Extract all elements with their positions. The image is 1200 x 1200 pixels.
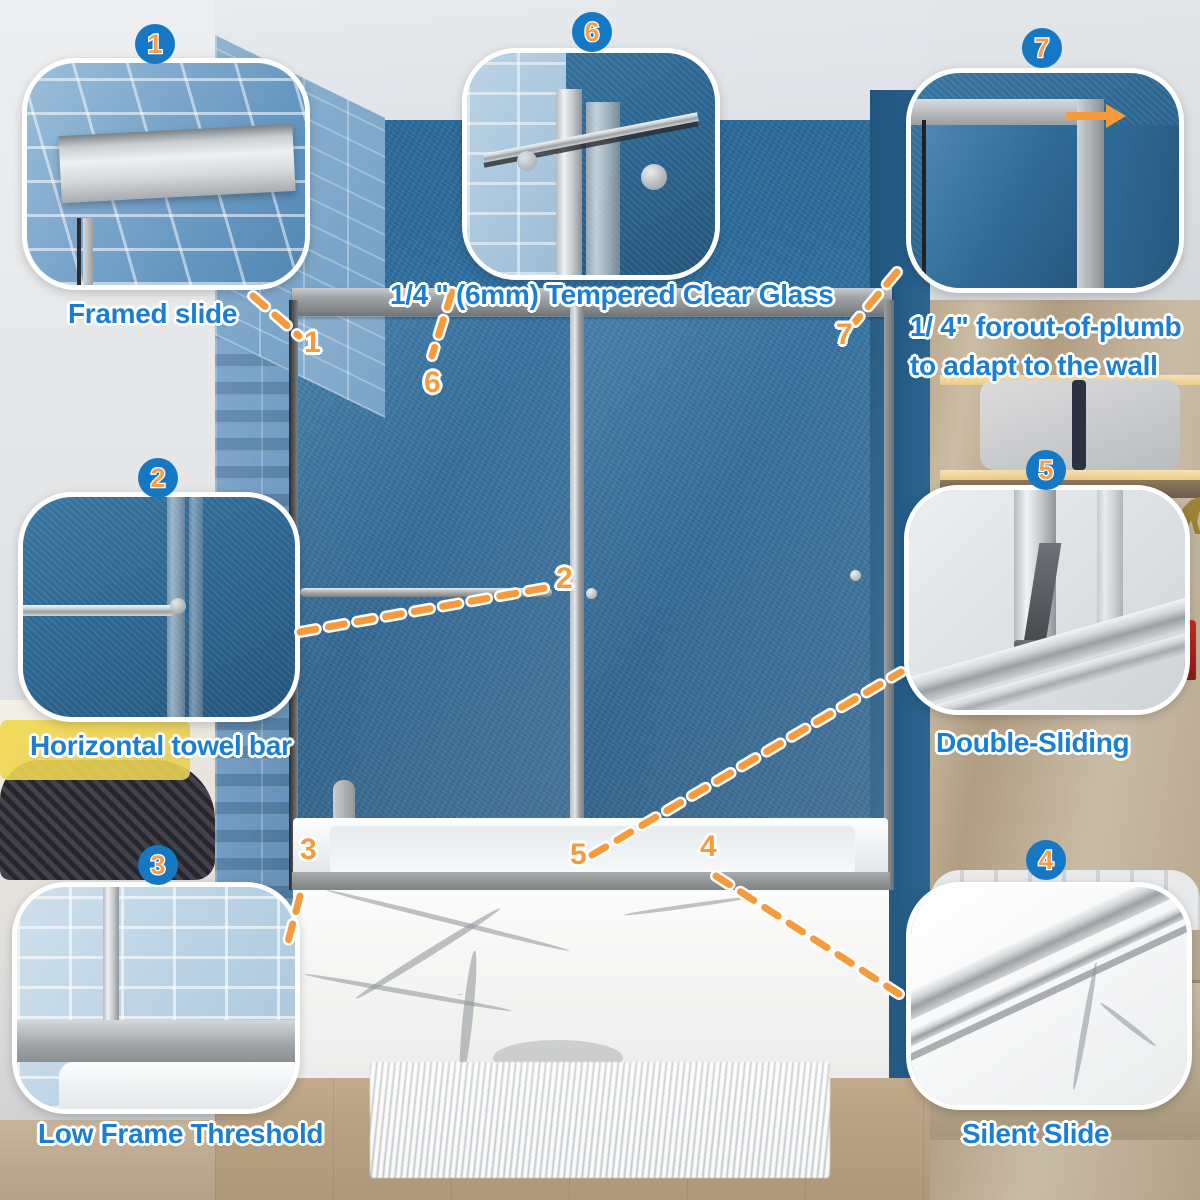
seal-strip-photo: [909, 490, 1185, 710]
marker-3: 3: [300, 833, 317, 866]
arrow-right-icon: [1066, 103, 1127, 128]
center-mullion: [570, 300, 584, 880]
marker-1: 1: [304, 326, 321, 359]
callout-towel-bar[interactable]: [18, 492, 300, 722]
horizontal-towel-bar: [300, 588, 552, 597]
caption-2: Horizontal towel bar: [30, 730, 292, 761]
badge-1: 1: [135, 24, 175, 64]
left-floor: [0, 1120, 215, 1200]
callout-double-sliding[interactable]: [904, 485, 1190, 715]
marker-5: 5: [570, 838, 587, 871]
door-knob: [586, 588, 597, 599]
shelf-light-glow: [940, 470, 1200, 480]
callout-6-frame: [462, 48, 720, 280]
callout-out-of-plumb[interactable]: [906, 68, 1184, 293]
callout-1-frame: [22, 58, 310, 290]
badge-5: 5: [1026, 450, 1066, 490]
callout-framed-slide[interactable]: [22, 58, 310, 290]
caption-7-line1: 1/ 4" forout-of-plumb: [910, 311, 1182, 342]
callout-4-frame: [906, 882, 1192, 1110]
callout-7-frame: [906, 68, 1184, 293]
callout-low-threshold[interactable]: [12, 882, 300, 1114]
caption-4: Silent Slide: [962, 1118, 1110, 1149]
framed-header-rail-photo: [27, 63, 305, 285]
bath-rug: [370, 1062, 830, 1178]
top-header-rail: [292, 288, 892, 316]
callout-5-frame: [904, 485, 1190, 715]
wall-adjust-photo: [911, 73, 1179, 288]
glass-edge-photo: [467, 53, 715, 275]
bottom-track-photo: [911, 887, 1187, 1105]
badge-2: 2: [138, 458, 178, 498]
badge-6: 6: [572, 12, 612, 52]
callout-2-frame: [18, 492, 300, 722]
right-jamb: [884, 300, 894, 890]
callout-tempered-glass[interactable]: [462, 48, 720, 280]
marker-2: 2: [556, 562, 573, 595]
badge-3: 3: [138, 845, 178, 885]
caption-5: Double-Sliding: [936, 727, 1130, 758]
low-threshold-photo: [17, 887, 295, 1109]
caption-7-line2: to adapt to the wall: [910, 349, 1158, 381]
caption-6: 1/4 " (6mm) Tempered Clear Glass: [390, 279, 834, 310]
caption-3: Low Frame Threshold: [38, 1118, 324, 1149]
caption-7: 1/ 4" forout-of-plumb to adapt to the wa…: [910, 308, 1182, 385]
bottom-track-rail: [292, 872, 890, 890]
caption-1: Framed slide: [68, 298, 238, 329]
pillow: [980, 380, 1180, 470]
callout-3-frame: [12, 882, 300, 1114]
door-knob: [850, 570, 861, 581]
towel-bar-photo: [23, 497, 295, 717]
marker-4: 4: [700, 830, 717, 863]
marker-7: 7: [836, 318, 853, 351]
marker-6: 6: [424, 366, 441, 399]
callout-silent-slide[interactable]: [906, 882, 1192, 1110]
badge-7: 7: [1022, 28, 1062, 68]
badge-4: 4: [1026, 840, 1066, 880]
